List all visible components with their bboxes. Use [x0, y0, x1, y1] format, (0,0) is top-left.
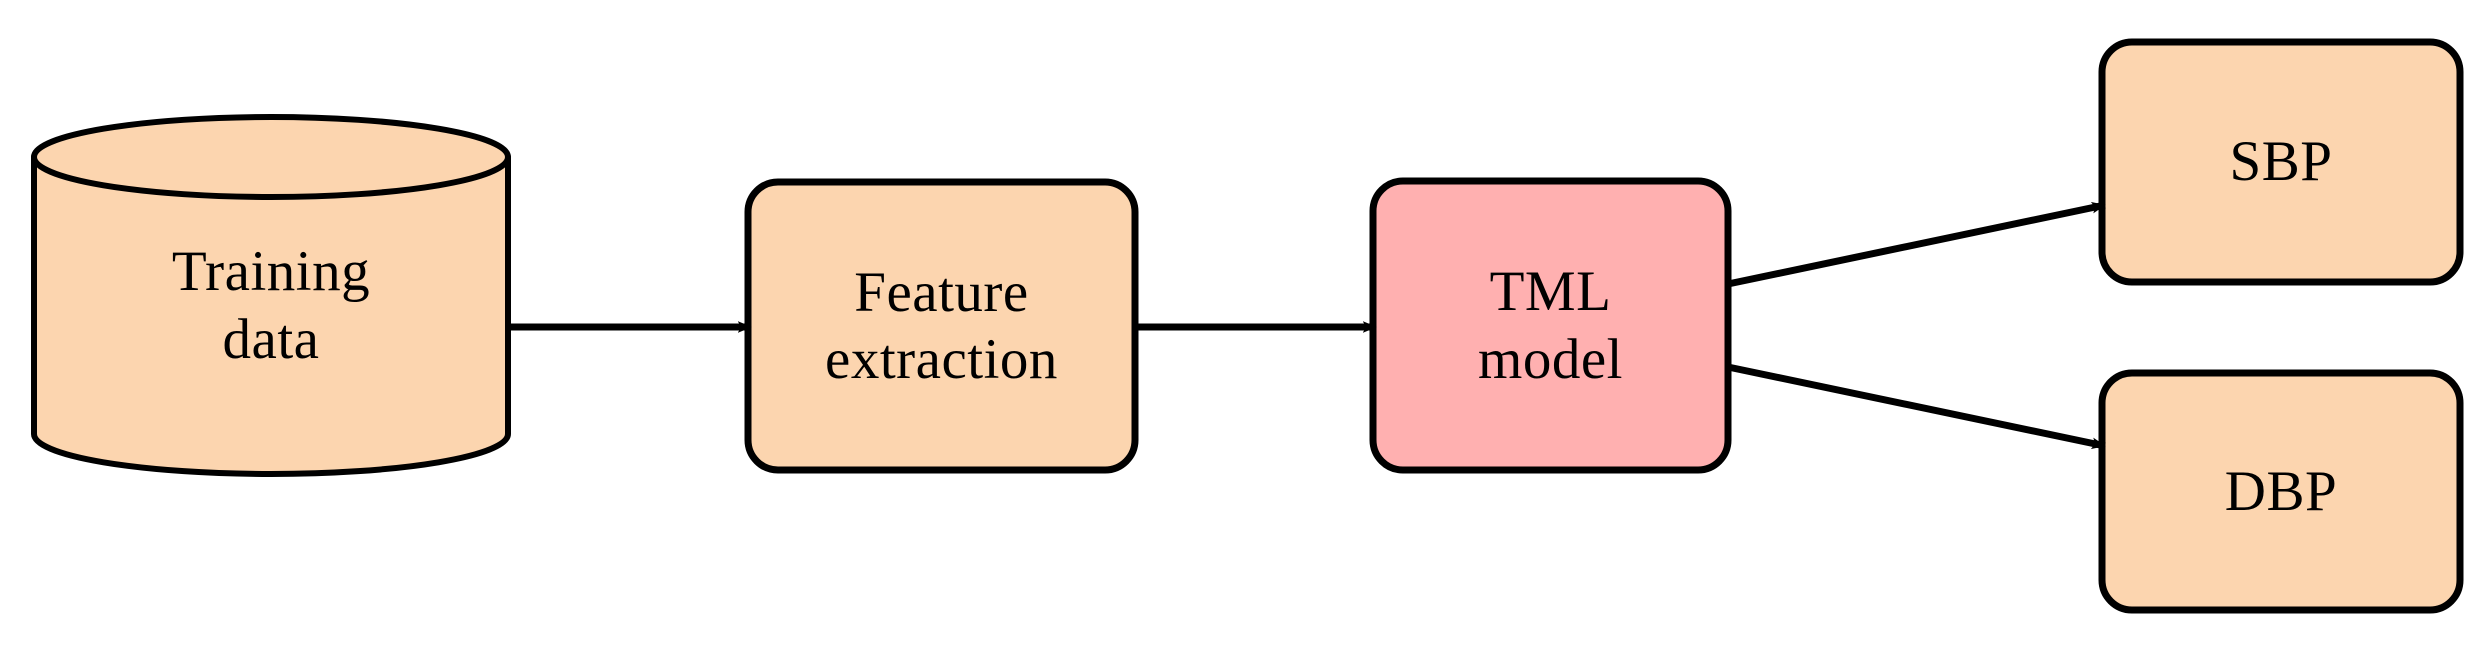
node-sbp[interactable] — [2098, 38, 2464, 286]
node-training-data[interactable] — [31, 114, 511, 477]
cylinder-body — [31, 154, 511, 477]
edge-model-to-dbp — [1727, 363, 2106, 450]
node-feature-extraction[interactable] — [744, 178, 1139, 474]
node-tml-model[interactable] — [1369, 177, 1732, 474]
cylinder-top-ellipse — [31, 114, 511, 200]
edge-model-to-sbp — [1727, 201, 2106, 288]
node-dbp[interactable] — [2098, 369, 2464, 614]
